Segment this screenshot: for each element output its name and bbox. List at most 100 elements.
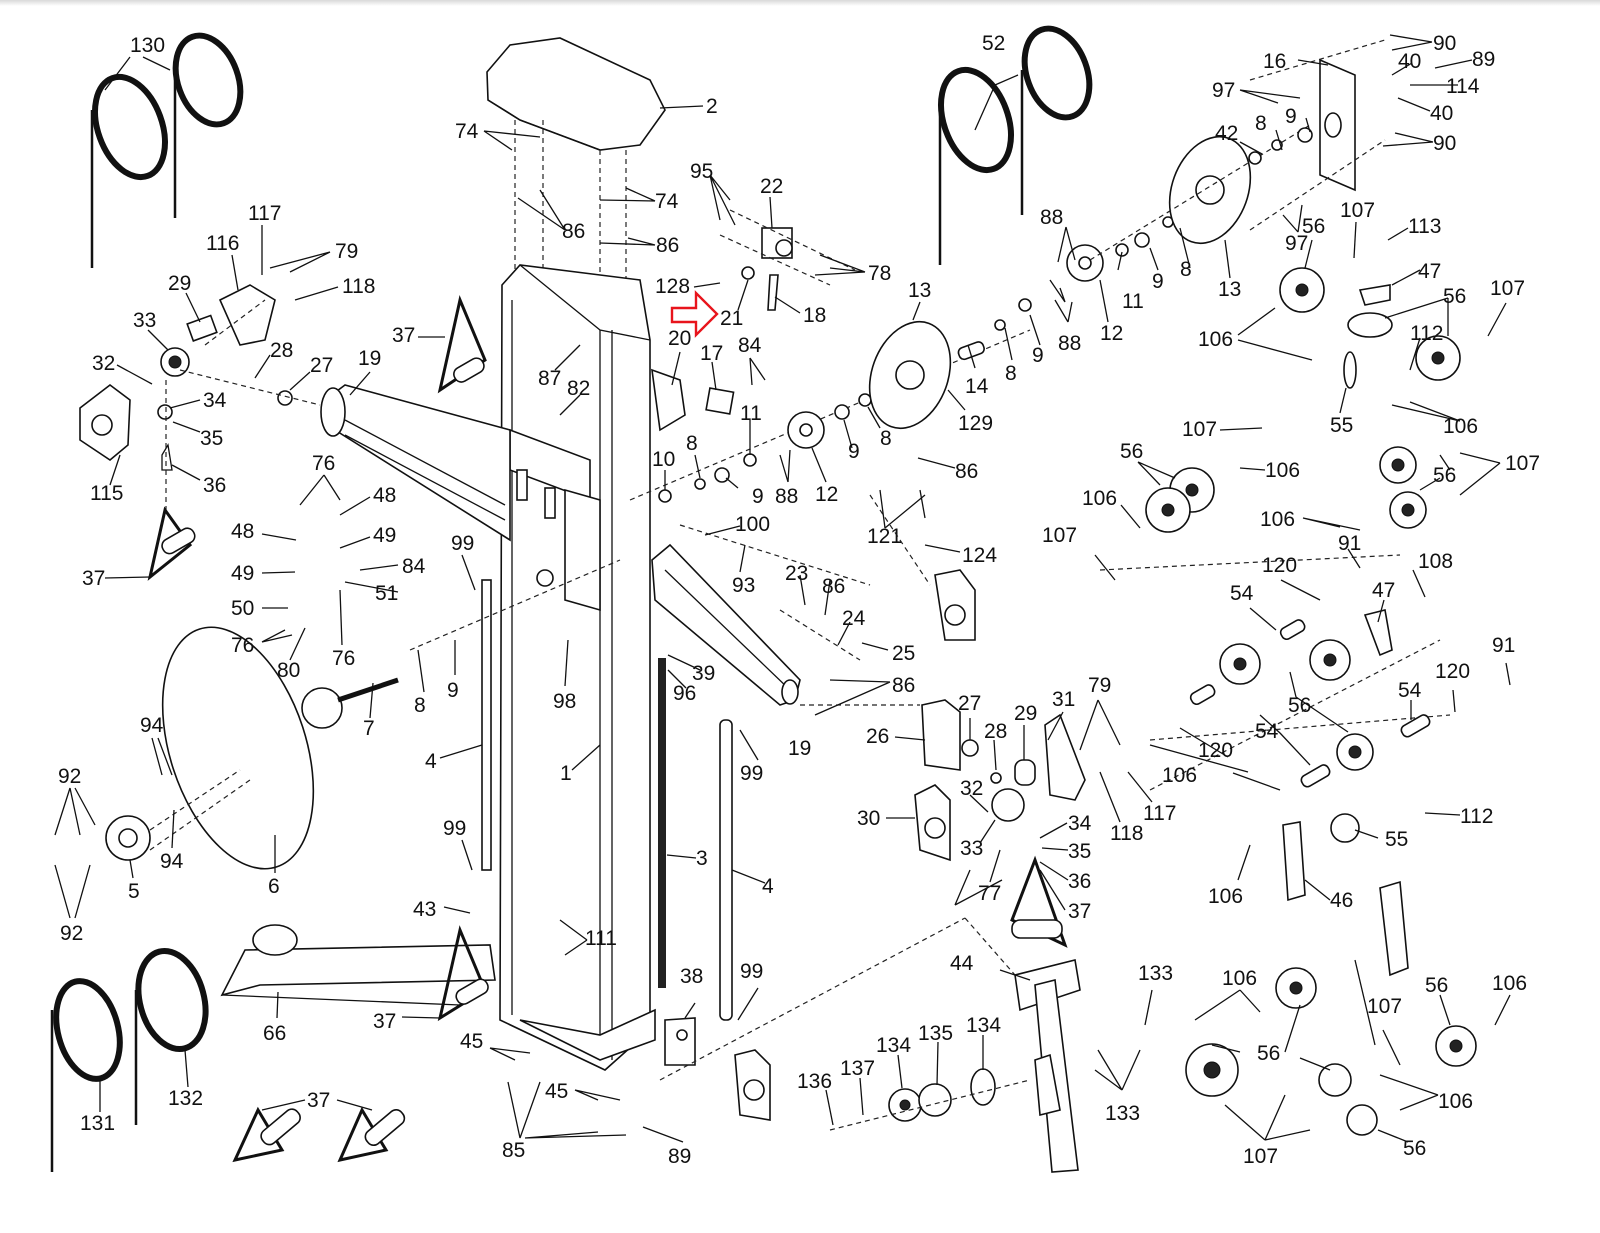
label-32: 32 xyxy=(92,352,115,375)
label-106: 106 xyxy=(1492,972,1527,995)
label-45: 45 xyxy=(545,1080,568,1103)
label-25: 25 xyxy=(892,642,915,665)
left-pulley-housings xyxy=(79,284,321,510)
label-40: 40 xyxy=(1430,102,1453,125)
right-arm xyxy=(651,543,801,706)
label-9: 9 xyxy=(848,440,860,463)
misc-guides xyxy=(409,494,931,706)
label-55: 55 xyxy=(1330,414,1353,437)
label-86: 86 xyxy=(656,234,679,257)
label-106: 106 xyxy=(1198,328,1233,351)
label-20: 20 xyxy=(668,327,691,350)
label-33: 33 xyxy=(133,309,156,332)
main-frame xyxy=(499,264,656,1071)
label-9: 9 xyxy=(1285,105,1297,128)
label-36: 36 xyxy=(1068,870,1091,893)
label-99: 99 xyxy=(443,817,466,840)
label-88: 88 xyxy=(1040,206,1063,229)
label-107: 107 xyxy=(1340,199,1375,222)
label-9: 9 xyxy=(1032,344,1044,367)
label-28: 28 xyxy=(984,720,1007,743)
label-76: 76 xyxy=(332,647,355,670)
guide-rods xyxy=(481,579,733,1021)
label-92: 92 xyxy=(60,922,83,945)
label-107: 107 xyxy=(1367,995,1402,1018)
label-78: 78 xyxy=(868,262,891,285)
right-pulleys xyxy=(1099,267,1477,1136)
label-86: 86 xyxy=(955,460,978,483)
label-93: 93 xyxy=(732,574,755,597)
left-arm xyxy=(320,384,511,542)
label-54: 54 xyxy=(1398,679,1422,702)
label-106: 106 xyxy=(1438,1090,1473,1113)
label-124: 124 xyxy=(962,544,997,567)
label-11: 11 xyxy=(1122,290,1144,313)
cable-131 xyxy=(50,978,123,1172)
label-56: 56 xyxy=(1403,1137,1426,1160)
label-87: 87 xyxy=(538,367,561,390)
label-3: 3 xyxy=(696,847,708,870)
label-108: 108 xyxy=(1418,550,1453,573)
label-97: 97 xyxy=(1212,79,1235,102)
label-129: 129 xyxy=(958,412,993,435)
label-121: 121 xyxy=(867,525,902,548)
label-54: 54 xyxy=(1255,720,1279,743)
label-27: 27 xyxy=(310,354,333,377)
label-2: 2 xyxy=(706,95,718,118)
label-106: 106 xyxy=(1265,459,1300,482)
label-89: 89 xyxy=(1472,48,1495,71)
label-133: 133 xyxy=(1105,1102,1140,1125)
label-48: 48 xyxy=(231,520,254,543)
label-28: 28 xyxy=(270,339,293,362)
label-37: 37 xyxy=(392,324,415,347)
label-14: 14 xyxy=(965,375,989,398)
label-38: 38 xyxy=(680,965,703,988)
label-91: 91 xyxy=(1492,634,1515,657)
label-7: 7 xyxy=(363,717,375,740)
label-9: 9 xyxy=(447,679,459,702)
adjustment-knob-assembly xyxy=(829,1068,1031,1131)
label-56: 56 xyxy=(1288,694,1311,717)
label-16: 16 xyxy=(1263,50,1286,73)
label-116: 116 xyxy=(206,232,239,255)
label-74: 74 xyxy=(455,120,479,143)
label-8: 8 xyxy=(414,694,426,717)
label-94: 94 xyxy=(140,714,164,737)
label-120: 120 xyxy=(1198,739,1233,762)
label-31: 31 xyxy=(1052,688,1075,711)
label-56: 56 xyxy=(1425,974,1448,997)
label-82: 82 xyxy=(567,377,590,400)
window-top-edge xyxy=(0,0,1600,6)
label-86: 86 xyxy=(562,220,585,243)
label-22: 22 xyxy=(760,175,783,198)
label-95: 95 xyxy=(690,160,713,183)
label-77: 77 xyxy=(978,882,1001,905)
label-115: 115 xyxy=(90,482,123,505)
part-labels: 130 2 74 74 86 86 95 22 78 128 21 18 20 … xyxy=(58,32,1540,1168)
cable-52 xyxy=(938,25,1093,265)
label-13: 13 xyxy=(1218,278,1241,301)
label-4: 4 xyxy=(762,875,774,898)
label-13: 13 xyxy=(908,279,931,302)
label-27: 27 xyxy=(958,692,981,715)
weight-plate xyxy=(105,626,399,870)
label-136: 136 xyxy=(797,1070,832,1093)
label-26: 26 xyxy=(866,725,889,748)
label-6: 6 xyxy=(268,875,280,898)
label-48: 48 xyxy=(373,484,396,507)
label-40: 40 xyxy=(1398,50,1421,73)
label-47: 47 xyxy=(1372,579,1395,602)
base-leg xyxy=(220,924,496,1006)
label-90: 90 xyxy=(1433,132,1456,155)
label-89: 89 xyxy=(668,1145,691,1168)
label-88: 88 xyxy=(775,485,798,508)
label-106: 106 xyxy=(1082,487,1117,510)
label-30: 30 xyxy=(857,807,880,830)
label-120: 120 xyxy=(1435,660,1470,683)
label-132: 132 xyxy=(168,1087,203,1110)
label-117: 117 xyxy=(1143,802,1176,825)
label-113: 113 xyxy=(1408,215,1441,238)
label-56: 56 xyxy=(1443,285,1466,308)
label-8: 8 xyxy=(686,432,698,455)
label-135: 135 xyxy=(918,1022,953,1045)
